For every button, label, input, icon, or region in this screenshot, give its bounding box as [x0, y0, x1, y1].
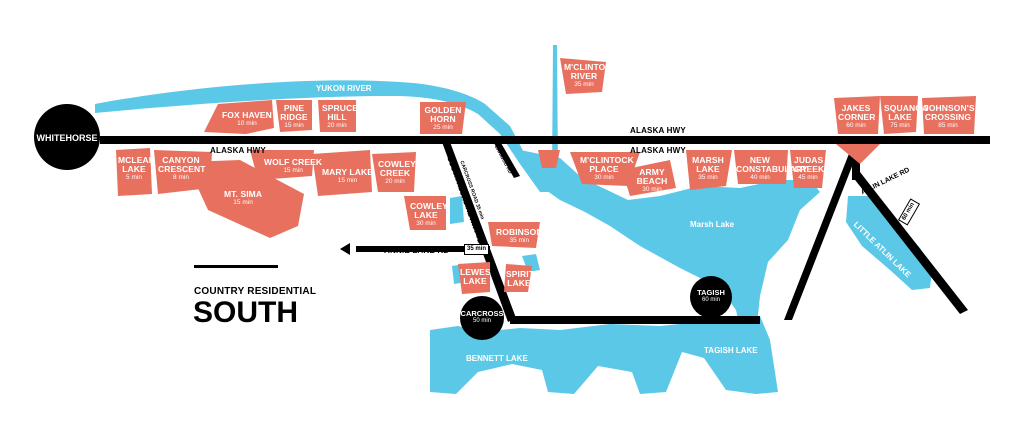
bennett-lake-water: [430, 316, 778, 394]
carcross-label: CARCROSS: [460, 309, 504, 318]
carcross-time: 50 min: [472, 318, 491, 324]
roads: [100, 136, 990, 324]
legend-bar: [194, 265, 278, 268]
area-new-constabulary: [734, 150, 788, 184]
area-marsh-lake-area: [686, 150, 732, 190]
area-mclean-lake: [116, 148, 152, 196]
label-lewes-lake: LEWES LAKE: [460, 267, 491, 286]
area-army-beach: [622, 160, 676, 196]
yukon-river-label: YUKON RIVER: [316, 84, 372, 93]
tagish-time: 60 min: [701, 297, 720, 303]
area-cowley-lake: [404, 196, 446, 230]
alaska-hwy-road: [100, 136, 990, 144]
area-mclintock-river: [560, 58, 606, 94]
alaska-hwy-mid-label: ALASKA HWY: [630, 146, 686, 155]
carcross-hub: CARCROSS 50 min: [460, 296, 504, 340]
area-spirit-lake: [504, 264, 532, 292]
area-jakes-corner: [834, 96, 880, 134]
label-spirit-lake: SPIRIT LAKE: [506, 269, 534, 288]
alaska-hwy-west-label: ALASKA HWY: [210, 146, 266, 155]
atlin-road-west: [784, 146, 860, 320]
area-pine-ridge: [276, 100, 312, 132]
area-cowley-creek: [372, 152, 416, 192]
area-mt-sima: [186, 160, 304, 238]
area-jakes-corner-lower: [836, 144, 880, 164]
little-atlin-lake-water: [846, 196, 932, 290]
atlin-road-east: [852, 172, 968, 314]
annie-arrow: [340, 243, 350, 255]
annie-lake-time-tag: 35 min: [464, 244, 490, 255]
area-robinson: [488, 222, 540, 248]
alaska-hwy-east-label: ALASKA HWY: [630, 126, 686, 135]
tagish-hub: TAGISH 60 min: [690, 276, 732, 318]
whitehorse-hub: WHITEHORSE: [34, 104, 100, 170]
area-wolf-creek: [250, 150, 314, 180]
tagish-lake-label: TAGISH LAKE: [704, 346, 758, 355]
area-small-west: [538, 150, 560, 168]
bennett-lake-label: BENNETT LAKE: [466, 354, 528, 363]
annie-lake-road-label: ANNIE LAKE RD: [384, 246, 450, 255]
area-johnsons-crossing: [922, 96, 976, 134]
legend-line2: SOUTH: [193, 296, 298, 329]
tagish-road: [510, 316, 760, 324]
area-lewes-lake: [458, 262, 490, 294]
area-golden-horn: [420, 102, 466, 134]
area-squanga-lake: [880, 96, 918, 134]
area-judas-creek: [790, 150, 826, 188]
cowley-lake-water: [450, 196, 464, 224]
south-klondike-road: [442, 142, 516, 322]
area-spruce-hill: [318, 100, 356, 132]
area-mclintock-place: [570, 152, 640, 186]
whitehorse-label: WHITEHORSE: [36, 133, 98, 143]
area-mary-lake: [312, 150, 372, 196]
water-bodies: [95, 45, 932, 394]
tagish-label: TAGISH: [697, 288, 725, 297]
marsh-lake-label: Marsh Lake: [690, 220, 735, 229]
area-fox-haven: [204, 100, 274, 134]
legend-line1: COUNTRY RESIDENTIAL: [194, 286, 317, 297]
small-road-line: [490, 136, 520, 178]
marsh-lake-water: [520, 150, 820, 338]
annie-lake-road: [356, 246, 490, 252]
residential-areas: [116, 58, 976, 294]
